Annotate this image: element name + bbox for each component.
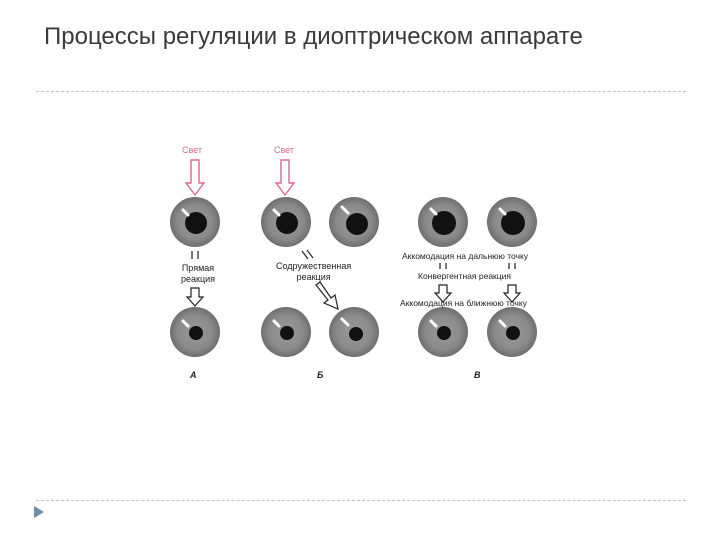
light-label-b: Свет: [274, 145, 295, 155]
eye-b2-bottom: [329, 307, 379, 357]
panel-label-a: А: [190, 370, 197, 380]
consensual-reaction-label: Содружественная реакция: [276, 261, 352, 282]
footer-divider: [36, 500, 686, 501]
direct-reaction-label: Прямая реакция: [180, 263, 216, 284]
eye-b1-bottom: [261, 307, 311, 357]
eye-a-top: [170, 197, 220, 247]
pupil-reaction-diagram: Свет Свет Прямая реакция Содружественная…: [160, 135, 580, 390]
accommodation-near-label: Аккомодация на ближнюю точку: [400, 298, 527, 308]
panel-label-b: Б: [317, 370, 324, 380]
title-divider: [36, 91, 686, 92]
eye-c2-top: [487, 197, 537, 247]
bullet-arrow-icon: [34, 506, 44, 518]
eye-a-bottom: [170, 307, 220, 357]
light-arrow-b: [274, 159, 296, 197]
arrow-c1-down: [433, 263, 453, 303]
convergent-reaction-label: Конвергентная реакция: [418, 271, 511, 281]
slide-title: Процессы регуляции в диоптрическом аппар…: [44, 23, 583, 50]
light-arrow-a: [184, 159, 206, 197]
eye-c1-bottom: [418, 307, 468, 357]
eye-c2-bottom: [487, 307, 537, 357]
panel-label-c: В: [474, 370, 481, 380]
eye-b2-top: [329, 197, 379, 247]
accommodation-far-label: Аккомодация на дальнюю точку: [402, 251, 529, 261]
eye-b1-top: [261, 197, 311, 247]
arrow-a-down: [185, 251, 205, 307]
light-label-a: Свет: [182, 145, 203, 155]
arrow-c2-down: [502, 263, 522, 303]
diagram-graphics: [170, 159, 537, 357]
eye-c1-top: [418, 197, 468, 247]
arrow-b-diagonal: [301, 249, 339, 311]
